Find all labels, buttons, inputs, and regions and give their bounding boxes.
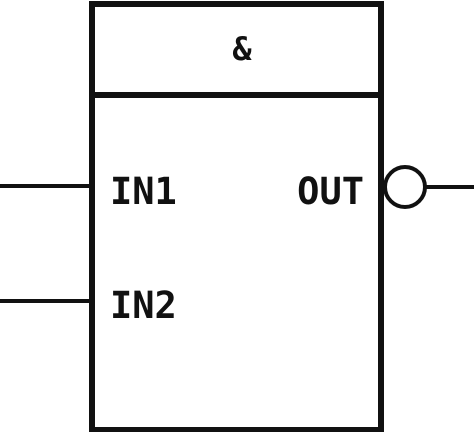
- block-symbol: &: [232, 30, 252, 68]
- output-inversion-bubble: [383, 165, 427, 209]
- function-block-body: [89, 1, 384, 432]
- output-label-out: OUT: [297, 170, 364, 213]
- input-label-in1: IN1: [110, 170, 177, 213]
- input-label-in2: IN2: [110, 284, 177, 327]
